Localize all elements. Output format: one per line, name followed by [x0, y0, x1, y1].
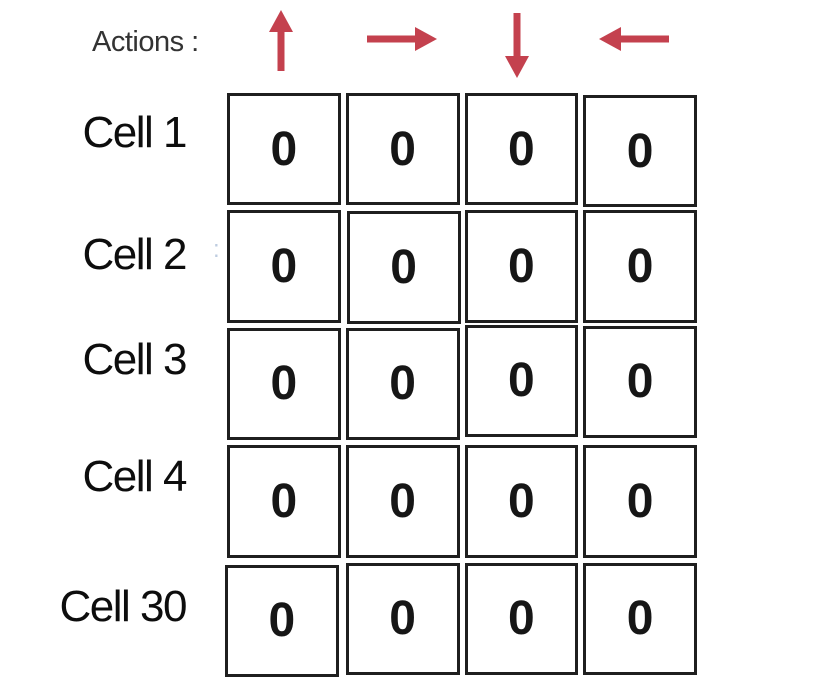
row-label-cell-2: Cell 2: [82, 230, 188, 279]
stray-mark: :: [213, 236, 220, 263]
up-arrow-icon: [269, 10, 293, 71]
qtable-cell-r4-up: 0: [227, 445, 341, 558]
qtable-cell-r3-left: 0: [583, 325, 697, 439]
down-arrow-icon: [505, 13, 529, 78]
qtable-cell-r2-down: 0: [464, 210, 579, 323]
row-label-cell-4: Cell 4: [82, 452, 188, 501]
qtable-cell-r5-down: 0: [464, 562, 579, 675]
qtable-cell-r5-up: 0: [225, 564, 339, 677]
qtable-cell-r4-down: 0: [464, 445, 579, 558]
row-label-cell-30: Cell 30: [59, 582, 188, 631]
left-arrow-icon: [599, 27, 669, 51]
qtable-cell-r3-down: 0: [464, 324, 579, 438]
qtable-cell-r5-right: 0: [345, 562, 460, 675]
qtable-cell-r1-left: 0: [583, 95, 697, 208]
qtable-cell-r2-up: 0: [227, 210, 341, 323]
qtable-cell-r3-up: 0: [227, 327, 341, 441]
qtable-cell-r4-left: 0: [583, 445, 697, 558]
right-arrow-icon: [367, 27, 437, 51]
qtable-grid: 0 0 0 0 0 0 0 0 0 0 0 0 0 0 0 0 0 0 0 0: [225, 93, 697, 677]
qtable-cell-r2-right: 0: [346, 211, 461, 324]
qtable-cell-r4-right: 0: [345, 445, 460, 558]
actions-label: Actions :: [92, 26, 199, 58]
qtable-cell-r5-left: 0: [583, 562, 697, 675]
qtable-cell-r1-up: 0: [227, 93, 341, 206]
row-label-cell-1: Cell 1: [82, 108, 188, 157]
qtable-cell-r1-right: 0: [345, 93, 460, 206]
qtable-cell-r3-right: 0: [345, 327, 460, 441]
row-label-cell-3: Cell 3: [82, 335, 188, 384]
qtable-cell-r2-left: 0: [583, 210, 697, 323]
qtable-cell-r1-down: 0: [464, 93, 579, 206]
